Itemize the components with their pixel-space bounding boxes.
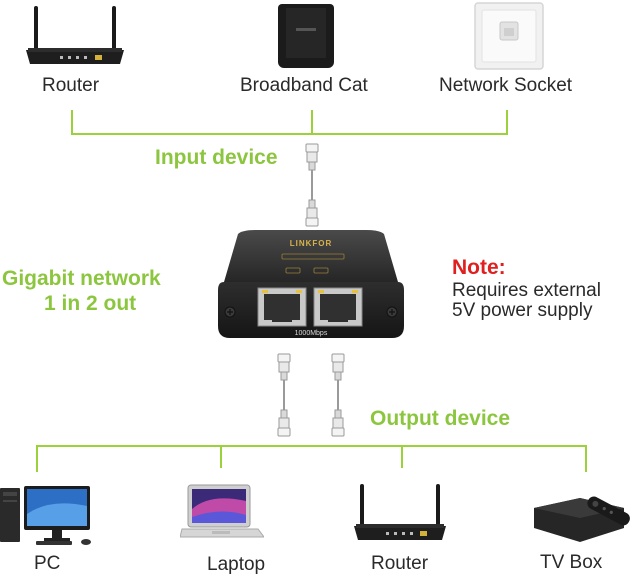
feature-line-2: 1 in 2 out — [44, 292, 137, 315]
input-bracket-horizontal — [71, 133, 508, 135]
output-device-label-pc: PC — [34, 553, 61, 574]
output-device-label-router: Router — [371, 553, 429, 574]
output-bracket-drop-3 — [401, 445, 403, 468]
output-desktop-pc-icon — [0, 484, 100, 546]
output-bracket-drop-2 — [220, 445, 222, 468]
input-modem-icon — [276, 2, 336, 70]
output-laptop-icon — [180, 483, 264, 545]
output-cable-2-icon — [324, 352, 352, 438]
input-router-icon — [20, 4, 130, 68]
input-bracket-mid-drop — [311, 110, 313, 134]
note-line-1: Requires external — [452, 280, 601, 301]
note-line-2: 5V power supply — [452, 300, 593, 321]
feature-line-1: Gigabit network — [2, 267, 161, 290]
input-device-label-modem: Broadband Cat — [240, 75, 368, 96]
note-title: Note: — [452, 256, 506, 279]
input-wall-socket-icon — [474, 2, 544, 70]
input-cable-icon — [298, 142, 326, 228]
input-device-label-router: Router — [42, 75, 100, 96]
output-bracket-drop-1 — [36, 445, 38, 472]
splitter-brand-text: LINKFOR — [289, 239, 333, 248]
output-cable-1-icon — [270, 352, 298, 438]
network-splitter-device: LINKFOR 1000Mbps — [216, 228, 406, 348]
splitter-speed-text: 1000Mbps — [294, 330, 328, 337]
output-device-heading: Output device — [370, 407, 511, 430]
output-bracket-drop-4 — [585, 445, 587, 472]
output-bracket-horizontal — [36, 445, 587, 447]
input-bracket-left-drop — [71, 110, 73, 134]
input-bracket-right-drop — [506, 110, 508, 134]
output-device-label-tvbox: TV Box — [540, 552, 603, 573]
output-device-label-laptop: Laptop — [207, 554, 266, 575]
input-device-label-socket: Network Socket — [439, 75, 573, 96]
input-device-heading: Input device — [155, 146, 278, 169]
output-router-icon — [350, 482, 450, 544]
output-tv-box-icon — [528, 488, 638, 548]
